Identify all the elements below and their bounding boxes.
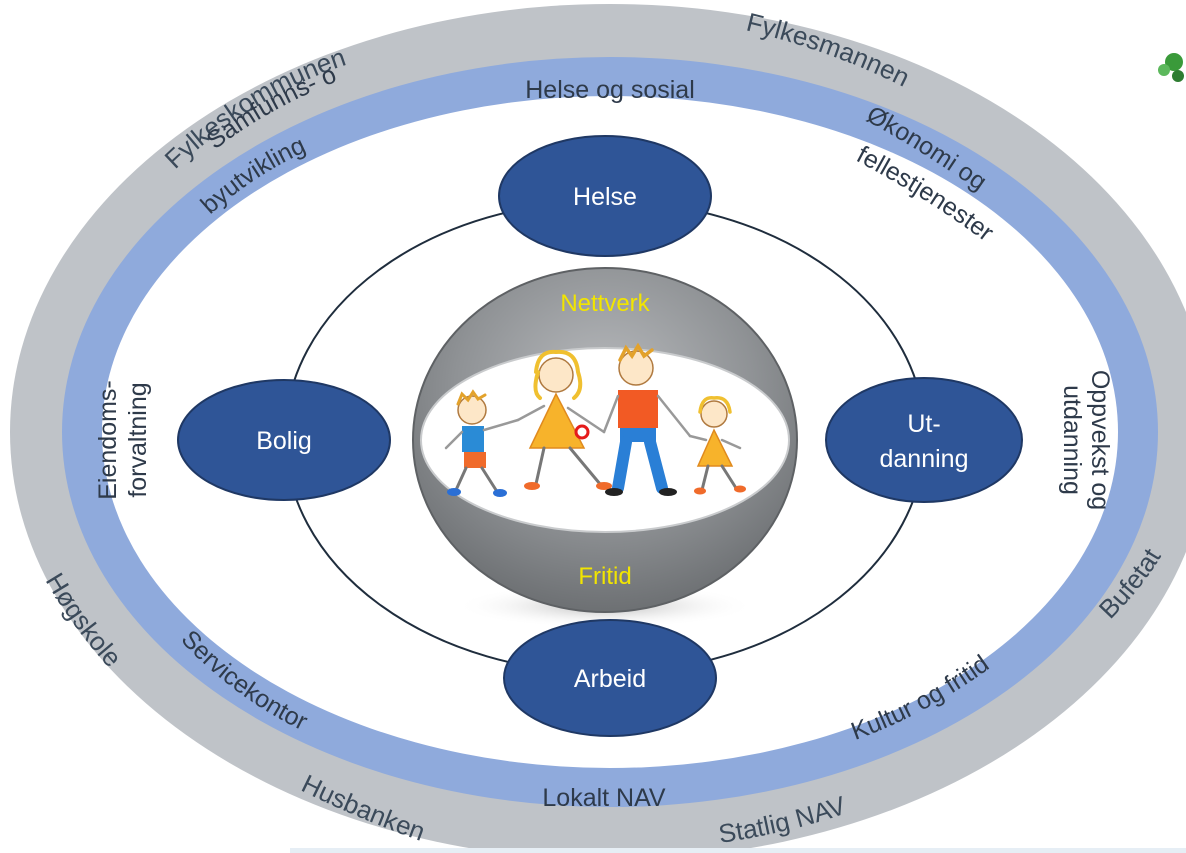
node-arbeid: Arbeid (503, 619, 717, 737)
family-window (420, 347, 790, 533)
label-eiendom-line2: forvaltning (124, 382, 152, 497)
node-utdanning: Ut- danning (825, 377, 1023, 503)
label-oppvekst-line1: Oppvekst og (1086, 370, 1114, 510)
node-helse: Helse (498, 135, 712, 257)
label-eiendom-line1: Eiendoms- (94, 380, 122, 500)
node-helse-label: Helse (573, 183, 637, 211)
node-arbeid-label: Arbeid (574, 665, 646, 693)
node-bolig-label: Bolig (256, 427, 312, 455)
logo-icon (1158, 53, 1184, 82)
label-helse-og-sosial: Helse og sosial (525, 76, 695, 104)
node-utdanning-label-line1: Ut- (907, 410, 940, 438)
label-fritid: Fritid (578, 563, 631, 590)
family-illustration-icon (444, 342, 746, 497)
bottom-bar (290, 848, 1186, 853)
label-lokalt-nav: Lokalt NAV (542, 784, 666, 812)
label-nettverk: Nettverk (560, 290, 650, 317)
label-oppvekst-line2: utdanning (1058, 385, 1086, 495)
node-bolig: Bolig (177, 379, 391, 501)
node-utdanning-label-line2: danning (880, 445, 969, 473)
